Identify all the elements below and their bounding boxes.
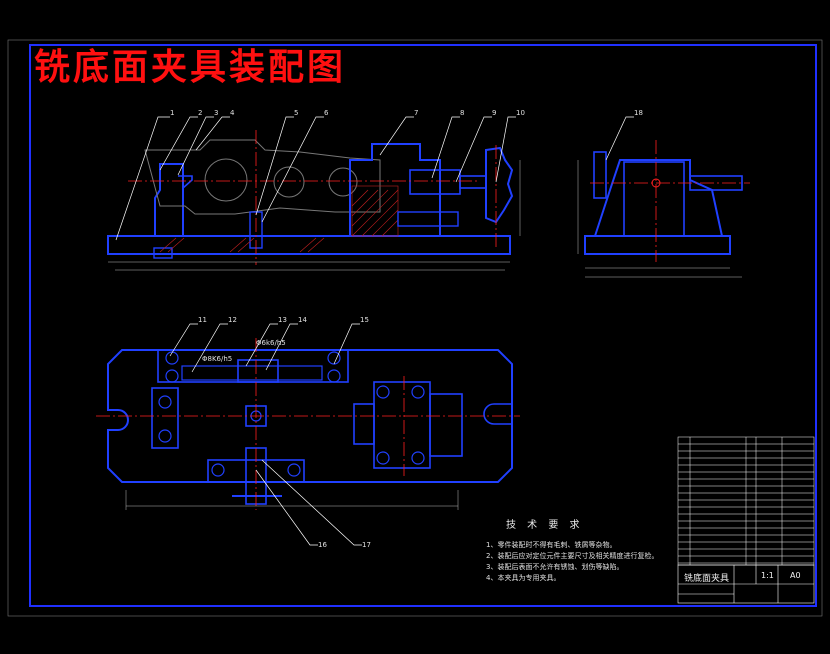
top-view-left-locator [151,387,179,449]
workpiece-small-bore [328,167,358,197]
part-label-2: 2 [198,109,202,117]
top-view-base-outline [107,349,513,483]
side-view-knob [593,151,607,199]
top-view [96,338,520,510]
top-view-vee-block [373,381,431,469]
part-label-4: 4 [230,109,235,117]
part-label-16: 16 [318,541,327,549]
technical-requirement-2: 2、装配后应对定位元件主要尺寸及相关精度进行复检。 [486,552,659,560]
front-view-nut [153,247,173,259]
technical-requirement-1: 1、零件装配时不得有毛刺、铁屑等杂物。 [486,541,617,549]
technical-requirement-4: 4、本夹具为专用夹具。 [486,574,561,582]
parts-list-table [677,436,815,566]
drawing-title: 铣底面夹具装配图 [34,46,347,88]
technical-requirements-heading: 技 术 要 求 [506,520,584,531]
drawing-frame [29,44,817,607]
leader-lines [115,116,634,546]
top-view-screw-body [429,393,463,457]
side-view-base [584,235,731,255]
part-label-12: 12 [228,316,237,324]
part-label-1: 1 [170,109,174,117]
part-label-13: 13 [278,316,287,324]
workpiece-mid-bore [273,166,305,198]
screw-guide [409,169,461,195]
part-label-5: 5 [294,109,298,117]
title-block-scale: 1:1 [761,571,774,580]
star-knob [485,146,514,224]
front-view [107,130,521,271]
part-label-9: 9 [492,109,496,117]
title-block [677,564,815,604]
outer-border [7,39,823,617]
side-view-block [623,161,685,237]
top-view-guide-inner [181,365,323,381]
front-view-spring [397,211,459,227]
vee-block-hatch [351,185,399,237]
part-label-18: 18 [634,109,643,117]
part-label-6: 6 [324,109,329,117]
screw-rod [459,175,487,189]
fit-label-1: Φ8K6/h5 [202,355,233,363]
side-view-body [594,159,723,237]
part-label-7: 7 [414,109,418,117]
front-view-rib [178,175,193,236]
part-label-8: 8 [460,109,464,117]
front-view-support [154,163,184,236]
part-label-14: 14 [298,316,307,324]
technical-requirement-3: 3、装配后表面不允许有锈蚀、划伤等缺陷。 [486,563,624,571]
workpiece-big-bore [204,158,248,202]
part-label-3: 3 [214,109,218,117]
side-view [577,140,750,278]
fit-label-2: Φ6k6/h5 [256,339,286,347]
workpiece-outline [144,139,381,215]
front-view-vee-block [349,143,441,236]
top-view-movable-jaw [353,403,375,445]
part-label-17: 17 [362,541,371,549]
top-view-right-notch [483,403,512,425]
title-block-sheet-size: A0 [790,571,801,580]
part-label-10: 10 [516,109,525,117]
part-label-11: 11 [198,316,207,324]
top-view-clamp-plate [237,359,279,383]
part-label-15: 15 [360,316,369,324]
title-block-name: 铣底面夹具 [684,574,730,584]
